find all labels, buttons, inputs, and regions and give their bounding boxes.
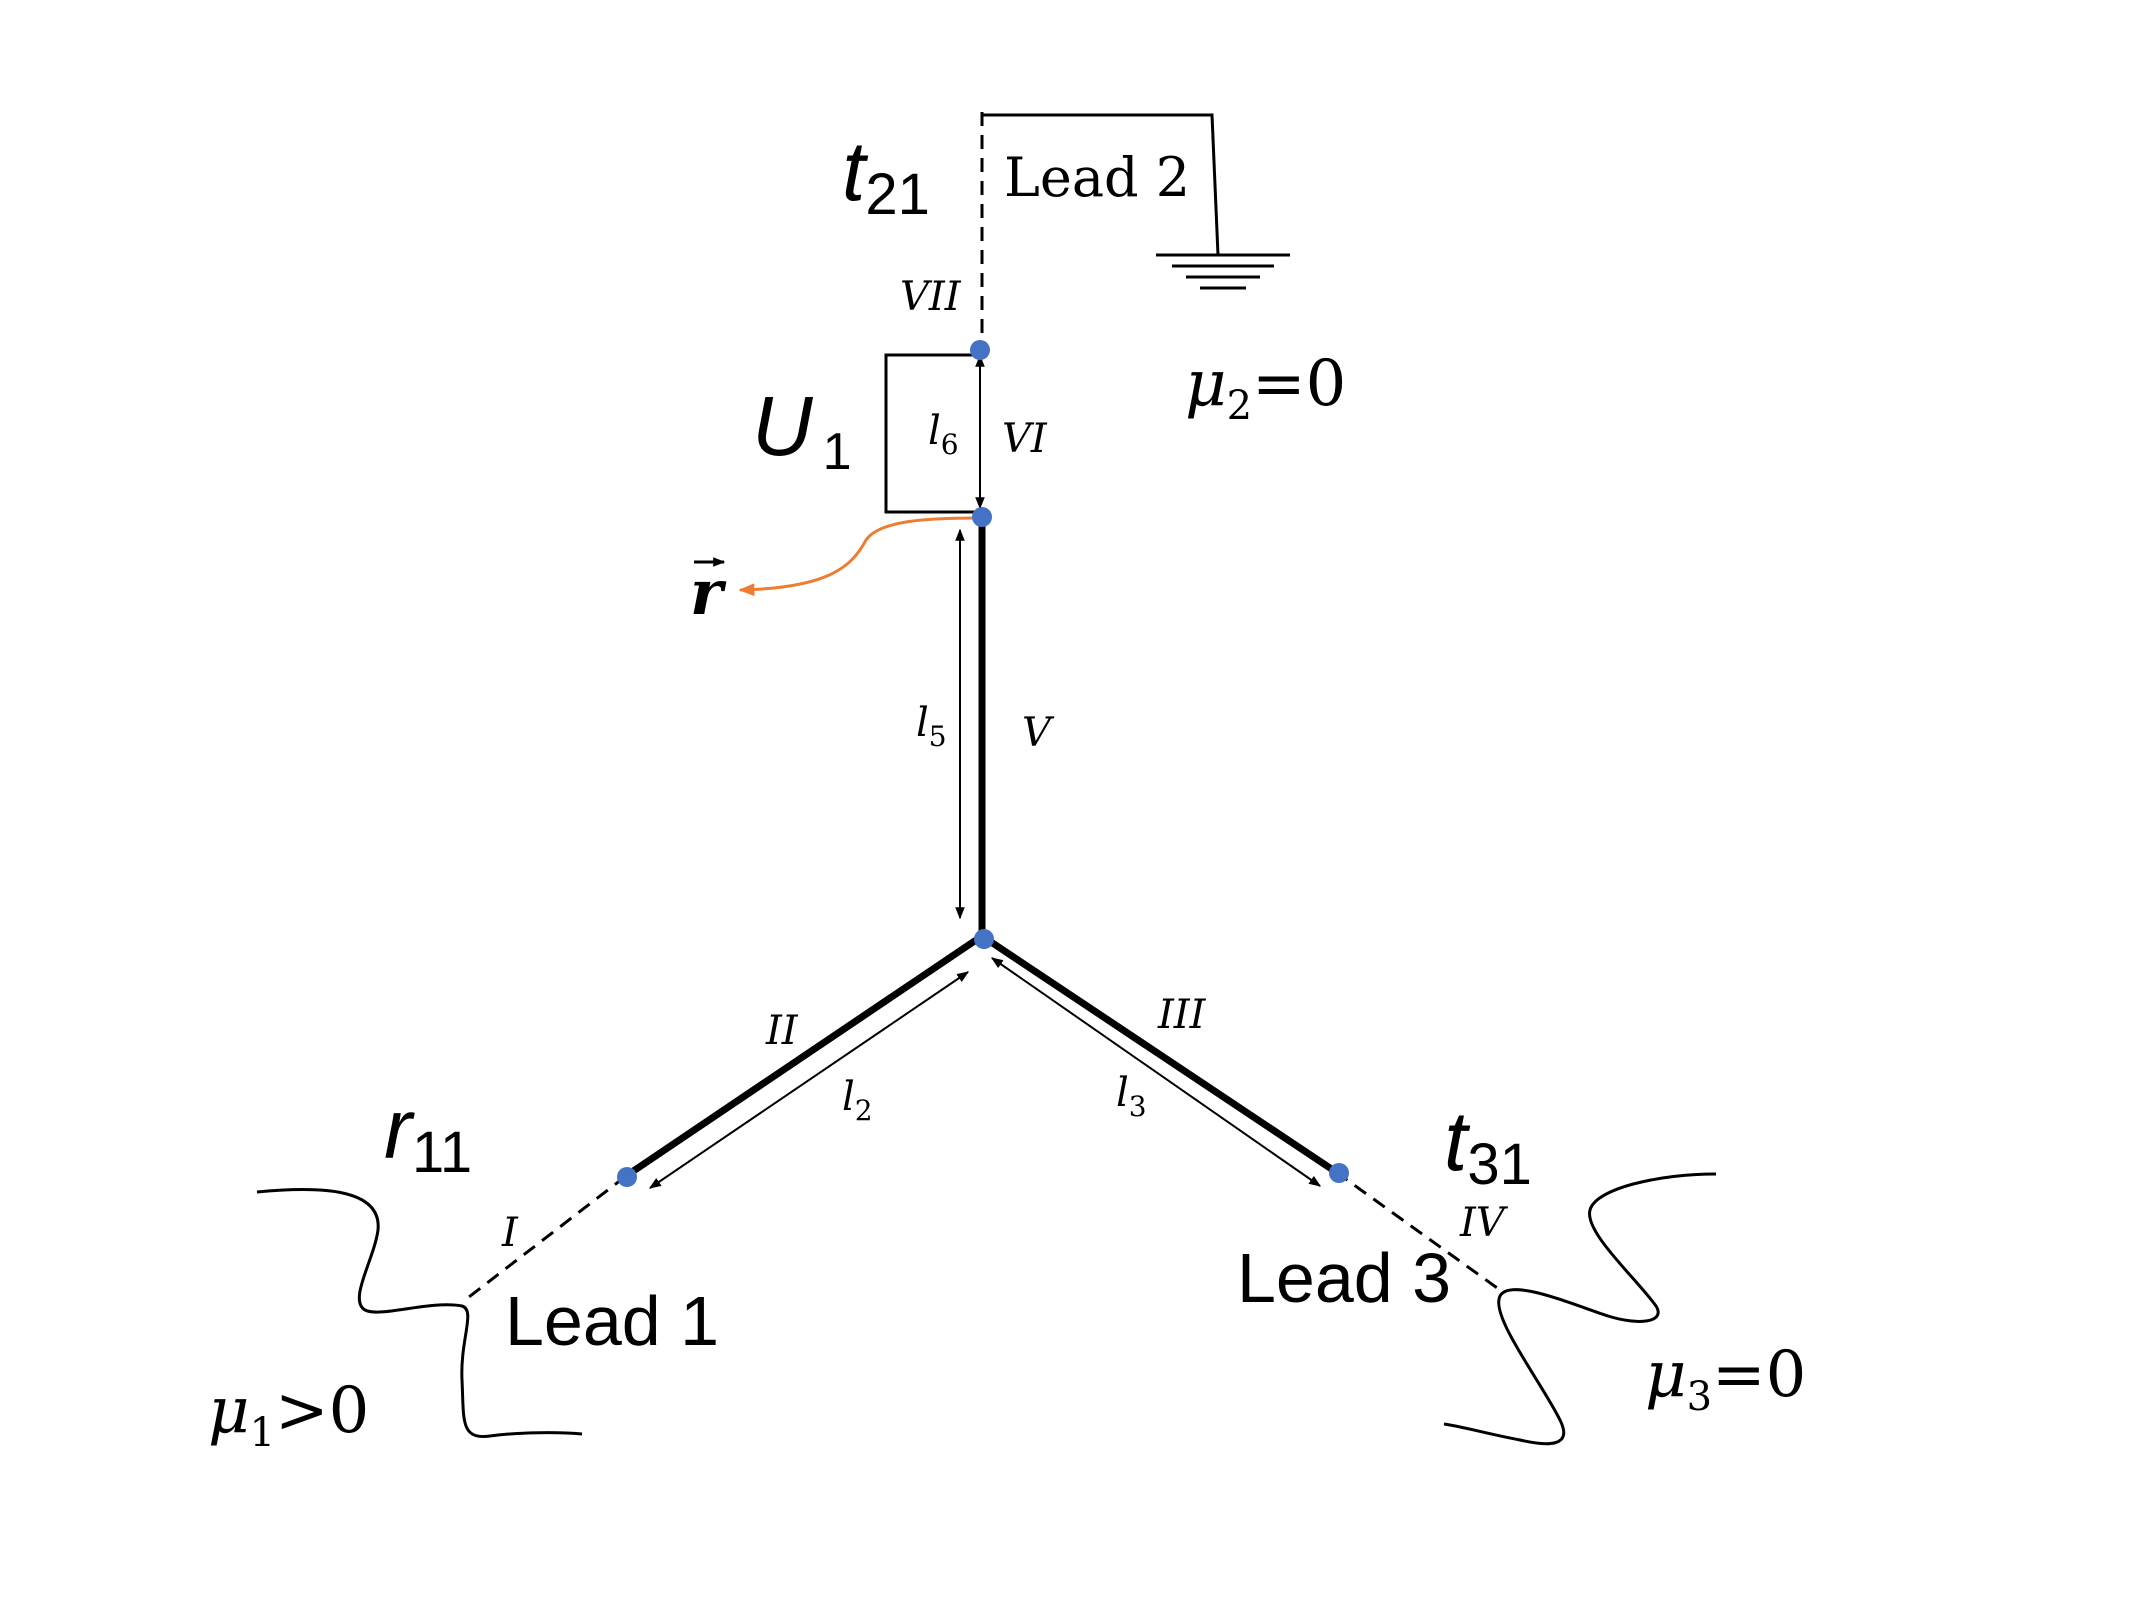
junction-nodes — [617, 340, 1349, 1187]
node-upper — [972, 507, 992, 527]
length-l2-label: l2 — [842, 1074, 873, 1127]
segment-ii-label: II — [765, 1008, 799, 1054]
lead3-reservoir-boundary — [1443, 1172, 1717, 1446]
dashed-segment-iv — [1335, 1170, 1501, 1292]
lead1-reservoir-boundary — [256, 1188, 583, 1438]
coef-t31-label: t31 — [1444, 1094, 1532, 1197]
length-arrow-l3 — [991, 957, 1321, 1187]
coef-r11-label: r11 — [384, 1082, 472, 1185]
length-l3-label: l3 — [1116, 1070, 1147, 1123]
node-left — [617, 1167, 637, 1187]
node-top — [970, 340, 990, 360]
node-center — [974, 929, 994, 949]
lead2-label: Lead 2 — [1004, 146, 1190, 209]
mu1-label: μ1>0 — [208, 1374, 369, 1456]
mu3-label: μ3=0 — [1645, 1338, 1806, 1420]
wire-segment-iii — [980, 933, 1338, 1175]
lead2-ground-wire — [982, 113, 1220, 256]
length-l5-label: l5 — [916, 700, 947, 753]
coef-t21-label: t21 — [842, 124, 930, 227]
position-vector-label: r — [690, 556, 727, 629]
segment-iv-label: IV — [1459, 1200, 1509, 1246]
segment-iii-label: III — [1157, 992, 1207, 1038]
potential-u1-bracket — [884, 353, 980, 514]
lead1-label: Lead 1 — [505, 1282, 719, 1360]
segment-v-label: V — [1022, 710, 1055, 756]
wire-segment-ii — [624, 933, 984, 1179]
mu2-label: μ2=0 — [1185, 347, 1346, 429]
segment-vii-label: VII — [900, 274, 962, 320]
position-vector-arrow — [738, 516, 979, 597]
node-right — [1329, 1163, 1349, 1183]
ground-symbol-icon — [1156, 253, 1290, 290]
dashed-segment-i — [464, 1174, 627, 1302]
segment-vi-label: VI — [1002, 416, 1048, 462]
segment-i-label: I — [501, 1210, 519, 1256]
length-arrow-l2 — [649, 971, 969, 1189]
lead3-label: Lead 3 — [1237, 1239, 1451, 1317]
length-l6-label: l6 — [928, 408, 959, 461]
